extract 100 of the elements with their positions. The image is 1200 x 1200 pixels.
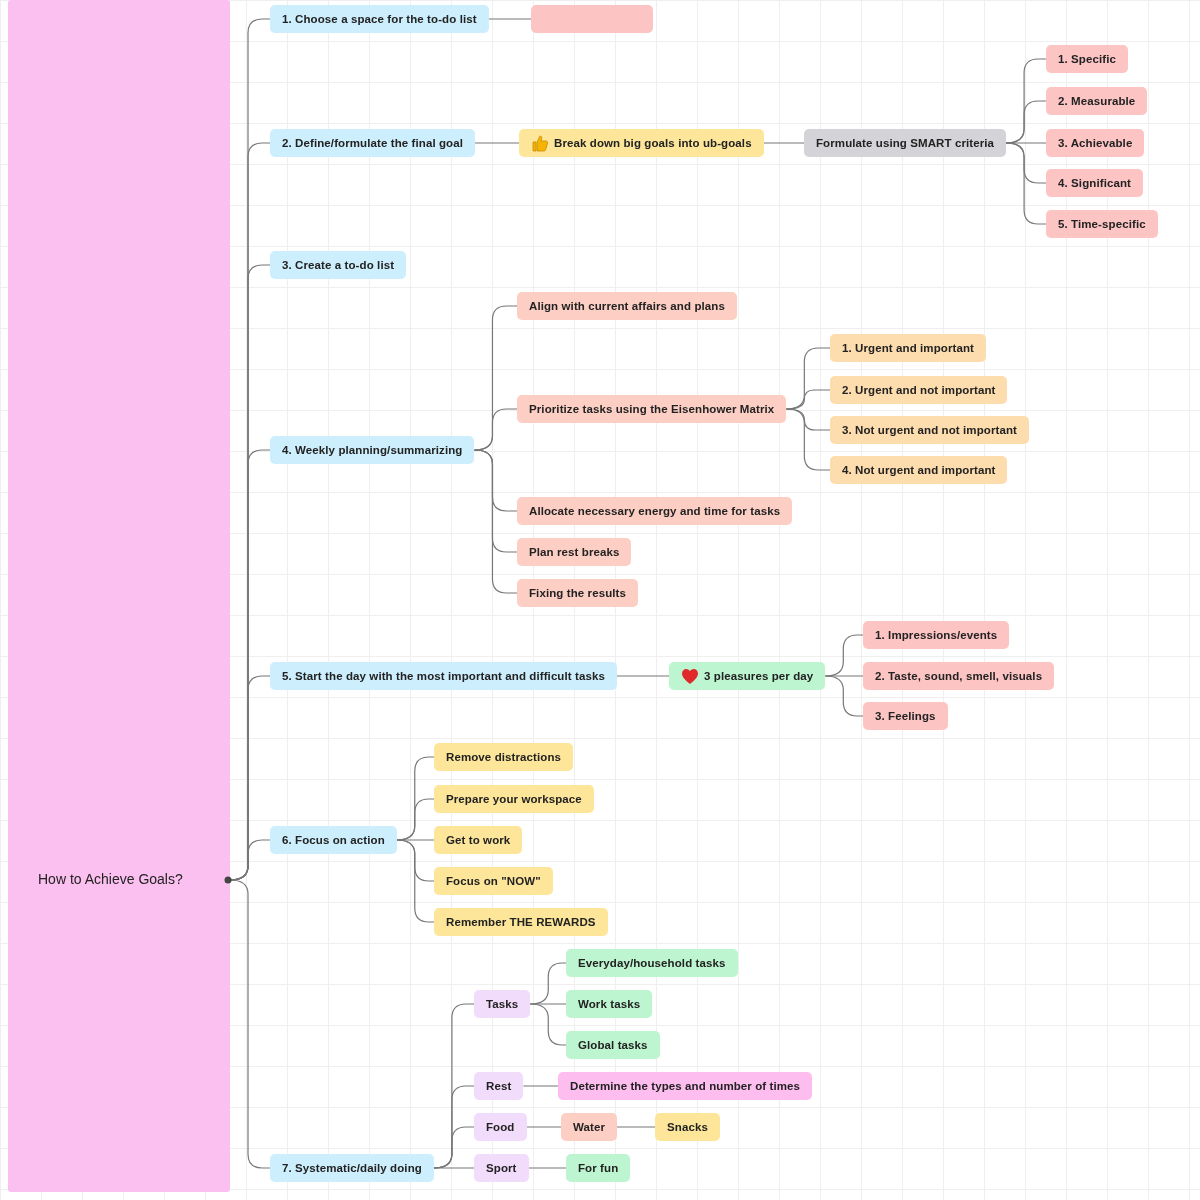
topic-box	[863, 621, 1010, 649]
topic-label: 4. Significant	[1058, 177, 1131, 189]
connector-line	[616, 1126, 656, 1128]
connector-line	[529, 1003, 567, 1046]
topic-label: 3. Create a to-do list	[282, 259, 395, 271]
topic-box	[270, 5, 489, 33]
topic-label: Tasks	[486, 998, 519, 1010]
topic-label: Prioritize tasks using the Eisenhower Matrix	[529, 403, 775, 415]
topic-box	[863, 702, 948, 730]
topic-box	[1046, 87, 1148, 115]
topic-box	[561, 1113, 618, 1141]
topic-box	[517, 538, 632, 566]
topic-label: 1. Specific	[1058, 53, 1116, 65]
topic-box	[669, 662, 826, 690]
topic-box	[830, 376, 1008, 404]
topic-box	[558, 1072, 813, 1100]
topic-label: Allocate necessary energy and time for tasks	[529, 505, 781, 517]
topic-box	[517, 497, 793, 525]
topic-label: Rest	[486, 1080, 512, 1092]
empty-box	[531, 5, 653, 33]
topic-box	[270, 251, 407, 279]
topic-label: Sport	[486, 1162, 517, 1174]
topic-label: 3. Achievable	[1058, 137, 1133, 149]
connector-line	[433, 1167, 475, 1169]
topic-label: Global tasks	[578, 1039, 648, 1051]
topic-label: 2. Taste, sound, smell, visuals	[875, 670, 1043, 682]
topic-box	[804, 129, 1007, 157]
topic-box	[566, 1154, 631, 1182]
topic-box	[434, 785, 594, 813]
topic-box	[474, 1154, 529, 1182]
topic-label: 4. Weekly planning/summarizing	[282, 444, 463, 456]
topic-label: Determine the types and number of times	[570, 1080, 801, 1092]
topic-label: Remove distractions	[446, 751, 562, 763]
connector-line	[525, 1126, 562, 1128]
topic-box	[863, 662, 1055, 690]
topic-label: 2. Define/formulate the final goal	[282, 137, 464, 149]
topic-label: Get to work	[446, 834, 511, 846]
topic-box	[830, 416, 1029, 444]
topic-label: Plan rest breaks	[529, 546, 620, 558]
topic-label: Everyday/household tasks	[578, 957, 726, 969]
topic-label: Remember THE REWARDS	[446, 916, 596, 928]
connector-line	[229, 879, 271, 1169]
topic-box	[519, 129, 764, 157]
connector-line	[473, 449, 518, 594]
topic-label: 1. Urgent and important	[842, 342, 974, 354]
connector-line	[488, 18, 532, 20]
topic-box	[830, 456, 1008, 484]
connector-line	[763, 142, 805, 144]
topic-label: 5. Time-specific	[1058, 218, 1146, 230]
topic-label: Break down big goals into ub-goals	[554, 137, 752, 149]
topic-box	[270, 436, 475, 464]
connector-line	[396, 839, 435, 923]
topic-label: Fixing the results	[529, 587, 626, 599]
topic-label: 5. Start the day with the most important and difficult tasks	[282, 670, 605, 682]
topic-label: 6. Focus on action	[282, 834, 385, 846]
topic-label: Food	[486, 1121, 515, 1133]
topic-label: Focus on "NOW"	[446, 875, 541, 887]
topic-label: For fun	[578, 1162, 619, 1174]
topic-label: Snacks	[667, 1121, 708, 1133]
topic-box	[1046, 169, 1143, 197]
connector-line	[824, 675, 864, 717]
topic-box	[270, 662, 617, 690]
topic-box	[474, 990, 531, 1018]
topic-box	[1046, 210, 1158, 238]
connector-line	[1005, 142, 1047, 225]
topic-box	[270, 1154, 434, 1182]
topic-box	[434, 908, 608, 936]
topic-box	[434, 826, 523, 854]
topic-box	[566, 949, 738, 977]
topic-label: 3. Feelings	[875, 710, 936, 722]
topic-label: 3 pleasures per day	[704, 670, 814, 682]
root-band	[8, 0, 230, 1192]
topic-box	[517, 579, 638, 607]
root-label: How to Achieve Goals?	[38, 871, 183, 887]
connector-line	[522, 1085, 559, 1087]
topic-label: 7. Systematic/daily doing	[282, 1162, 422, 1174]
connector-line	[474, 142, 520, 144]
topic-label: Work tasks	[578, 998, 641, 1010]
topic-box	[830, 334, 986, 362]
topic-label: Prepare your workspace	[446, 793, 582, 805]
topic-label: Water	[573, 1121, 606, 1133]
topic-label: 4. Not urgent and important	[842, 464, 996, 476]
topic-box	[434, 743, 574, 771]
topic-box	[434, 867, 553, 895]
topic-label: Align with current affairs and plans	[529, 300, 725, 312]
connector-line	[527, 1167, 567, 1169]
connector-line	[616, 675, 670, 677]
connector-line	[785, 408, 831, 471]
topic-label: 2. Urgent and not important	[842, 384, 996, 396]
topic-label: Formulate using SMART criteria	[816, 137, 995, 149]
topic-box	[474, 1072, 524, 1100]
topic-box	[517, 395, 787, 423]
topic-box	[1046, 129, 1145, 157]
topic-box	[655, 1113, 720, 1141]
topic-label: 1. Impressions/events	[875, 629, 998, 641]
topic-box	[566, 1031, 660, 1059]
topic-label: 1. Choose a space for the to-do list	[282, 13, 477, 25]
topic-box	[270, 826, 397, 854]
topic-box	[566, 990, 653, 1018]
topic-label: 3. Not urgent and not important	[842, 424, 1017, 436]
